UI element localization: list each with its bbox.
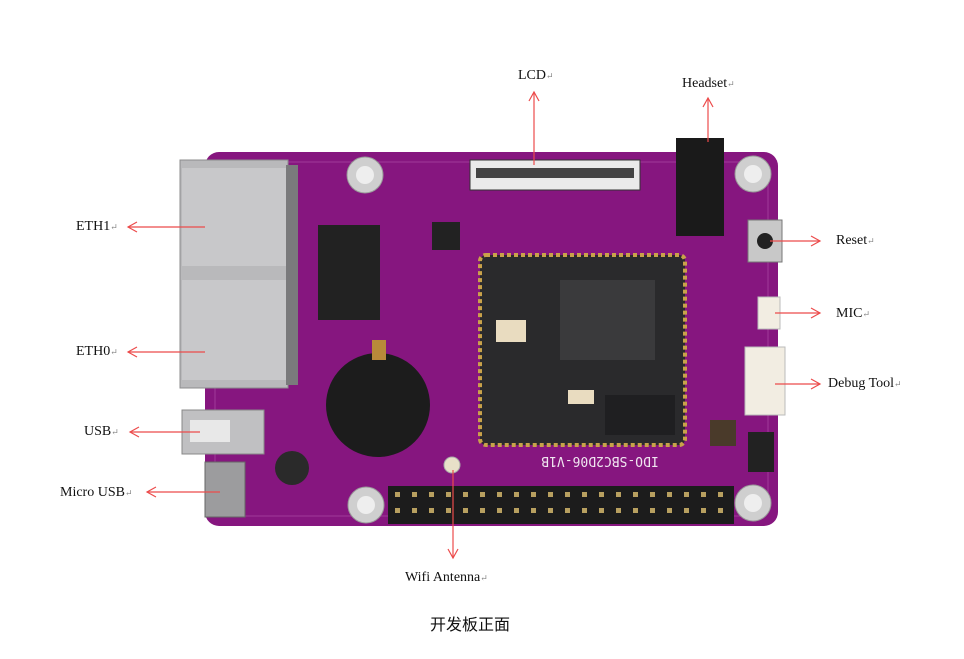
header-pin — [514, 492, 519, 497]
gpio-header — [388, 486, 734, 524]
capacitor — [275, 451, 309, 485]
label-mic: MIC↵ — [836, 306, 870, 321]
header-pin — [514, 508, 519, 513]
header-pin — [718, 492, 723, 497]
micro-usb-port — [204, 461, 246, 518]
header-pin — [429, 492, 434, 497]
label-lcd: LCD↵ — [518, 68, 554, 83]
label-debug-tool: Debug Tool↵ — [828, 376, 902, 391]
label-headset: Headset↵ — [682, 76, 735, 91]
usb-arrow — [128, 426, 200, 438]
header-pin — [667, 492, 672, 497]
header-pin — [497, 492, 502, 497]
label-reset: Reset↵ — [836, 233, 875, 248]
ethernet-transformer — [318, 225, 380, 320]
header-pin — [395, 508, 400, 513]
header-pin — [684, 492, 689, 497]
label-eth0: ETH0↵ — [76, 344, 118, 359]
coin-cell-battery — [326, 353, 430, 457]
label-eth1: ETH1↵ — [76, 219, 118, 234]
header-pin — [497, 508, 502, 513]
label-usb: USB↵ — [84, 424, 119, 439]
header-pin — [667, 508, 672, 513]
debug-connector — [744, 346, 786, 416]
header-pin — [701, 492, 706, 497]
headset-arrow — [702, 96, 714, 142]
header-pin — [548, 492, 553, 497]
debug-tool-arrow — [775, 378, 822, 390]
header-pin — [616, 492, 621, 497]
header-pin — [463, 492, 468, 497]
eth0-arrow — [126, 346, 205, 358]
eth1-arrow — [126, 221, 205, 233]
header-pin — [531, 492, 536, 497]
wifi-antenna-connector — [443, 456, 461, 474]
headset-jack — [676, 138, 724, 236]
header-pin — [429, 508, 434, 513]
header-pin — [412, 508, 417, 513]
header-pin — [531, 508, 536, 513]
header-pin — [548, 508, 553, 513]
wifi-antenna-arrow — [447, 470, 459, 560]
header-pin — [480, 508, 485, 513]
lcd-arrow — [528, 90, 540, 165]
reset-arrow — [770, 235, 822, 247]
board-silkscreen: IDO-SBC2D06-V1B — [541, 453, 659, 468]
mic-arrow — [775, 307, 822, 319]
header-pin — [582, 508, 587, 513]
header-pin — [650, 492, 655, 497]
mounting-holes — [346, 155, 772, 524]
header-pin — [395, 492, 400, 497]
header-pin — [565, 492, 570, 497]
header-pin — [633, 492, 638, 497]
header-pin — [599, 508, 604, 513]
annotation-arrows — [126, 90, 822, 560]
label-wifi-antenna: Wifi Antenna↵ — [405, 570, 488, 585]
header-pin — [599, 492, 604, 497]
header-pin — [412, 492, 417, 497]
header-pin — [616, 508, 621, 513]
header-pin — [446, 508, 451, 513]
header-pin — [446, 492, 451, 497]
header-pin — [480, 492, 485, 497]
header-pin — [565, 508, 570, 513]
header-pin — [718, 508, 723, 513]
micro-usb-arrow — [145, 486, 220, 498]
header-pin — [684, 508, 689, 513]
header-pin — [582, 492, 587, 497]
header-pin — [463, 508, 468, 513]
label-micro-usb: Micro USB↵ — [60, 485, 133, 500]
figure-caption: 开发板正面 — [430, 615, 511, 634]
header-pin — [701, 508, 706, 513]
header-pin — [633, 508, 638, 513]
header-pin — [650, 508, 655, 513]
